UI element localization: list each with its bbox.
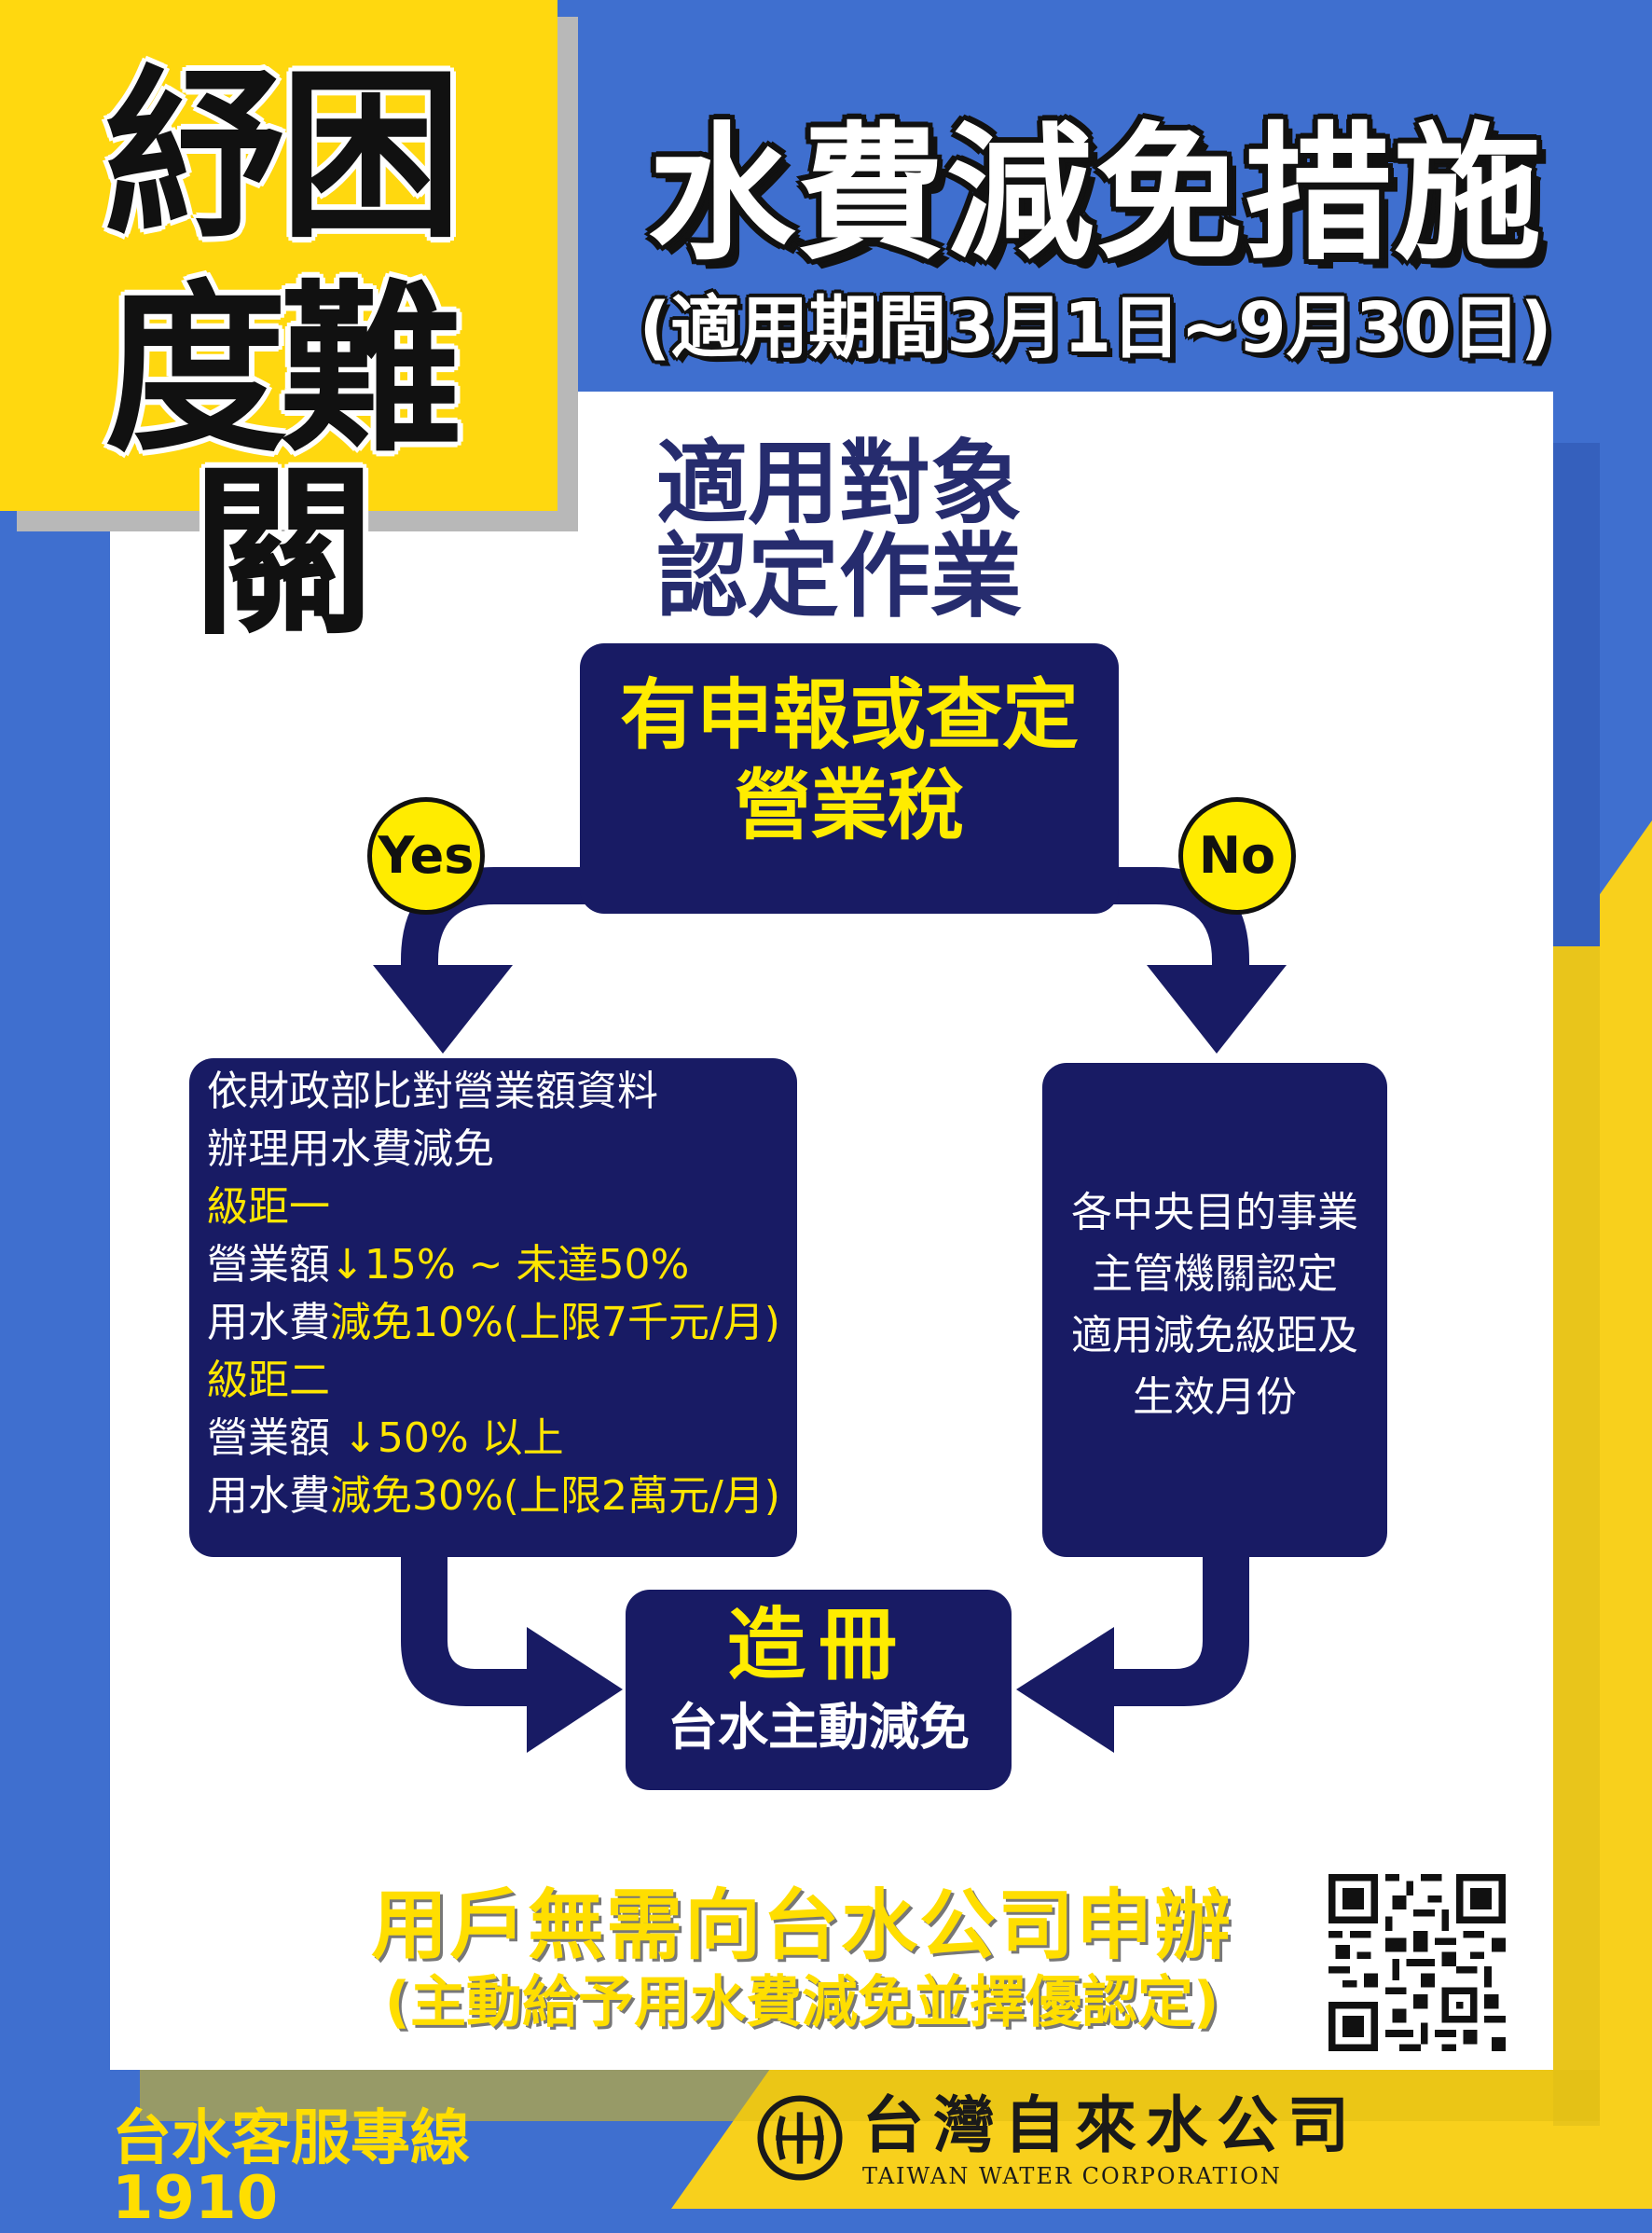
tier-2-fee: 用水費減免30%(上限2萬元/月) <box>207 1468 794 1525</box>
no-badge: No <box>1178 797 1296 915</box>
decision-line-1: 有申報或查定 <box>619 671 1079 760</box>
footer-notice-sub: (主動給予用水費減免並擇優認定) <box>384 1970 1219 2035</box>
company-name-english: TAIWAN WATER CORPORATION <box>862 2163 1282 2189</box>
left-down-connector <box>401 1548 541 1706</box>
section-title-line-1: 適用對象 <box>655 431 1022 537</box>
decision-line-2: 營業稅 <box>734 761 964 850</box>
yes-branch-text: 依財政部比對營業額資料 辦理用水費減免 級距一 營業額↓15% ~ 未達50% … <box>207 1063 794 1525</box>
badge-line-1: 紓困 <box>103 50 462 263</box>
tier-2-label: 級距二 <box>207 1357 330 1405</box>
section-title-line-2: 認定作業 <box>655 523 1022 630</box>
no-line-2: 主管機關認定 <box>1092 1250 1338 1298</box>
decision-box <box>580 643 1119 914</box>
yes-badge: Yes <box>367 797 485 915</box>
tier-2-revenue: 營業額 ↓50% 以上 <box>207 1410 794 1468</box>
tier-2-fee-value: 減免30%(上限2萬元/月) <box>330 1472 780 1521</box>
section-title: 適用對象 認定作業 <box>550 431 1128 630</box>
badge-line-2: 度難關 <box>103 265 462 660</box>
company-name: 台灣自來水公司 <box>862 2088 1358 2161</box>
no-line-1: 各中央目的事業 <box>1071 1189 1358 1236</box>
tier-2-revenue-prefix: 營業額 <box>207 1414 330 1463</box>
tier-1-fee-value: 減免10%(上限7千元/月) <box>330 1299 780 1347</box>
result-title: 造冊 <box>726 1599 910 1690</box>
yes-line-2: 辦理用水費減免 <box>207 1125 494 1174</box>
yes-line-1: 依財政部比對營業額資料 <box>207 1068 658 1115</box>
no-branch-text: 各中央目的事業 主管機關認定 適用減免級距及 生效月份 <box>1042 1182 1387 1428</box>
tier-1-fee: 用水費減免10%(上限7千元/月) <box>207 1294 794 1352</box>
tier-1-revenue-value: ↓15% ~ 未達50% <box>330 1241 690 1289</box>
tier-1-label: 級距一 <box>207 1183 330 1232</box>
decision-text: 有申報或查定 營業稅 <box>580 671 1119 852</box>
no-line-4: 生效月份 <box>1133 1373 1297 1421</box>
result-subtitle: 台水主動減免 <box>668 1698 970 1757</box>
yes-branch-box <box>189 1058 797 1557</box>
right-result-arrow-head <box>1016 1627 1114 1753</box>
period-subtitle: (適用期間3月1日~9月30日) <box>639 288 1552 368</box>
right-down-connector <box>1100 1548 1249 1706</box>
result-box <box>626 1590 1012 1790</box>
page-title: 水費減免措施 <box>648 109 1543 281</box>
no-line-3: 適用減免級距及 <box>1071 1312 1358 1359</box>
water-company-logo-icon <box>757 2095 843 2181</box>
no-branch-box <box>1042 1063 1387 1557</box>
tier-1-revenue: 營業額↓15% ~ 未達50% <box>207 1236 794 1294</box>
footer-notice: 用戶無需向台水公司申辦 <box>370 1882 1232 1970</box>
yes-arrow-head <box>373 965 513 1054</box>
qr-code[interactable] <box>1328 1874 1506 2051</box>
left-result-arrow-head <box>527 1627 623 1753</box>
tier-1-revenue-prefix: 營業額 <box>207 1241 330 1289</box>
relief-badge: 紓困 度難關 <box>0 0 558 645</box>
tier-1-fee-prefix: 用水費 <box>207 1299 330 1347</box>
no-arrow-head <box>1147 965 1287 1054</box>
service-hotline: 台水客服專線1910 <box>112 2104 470 2233</box>
tier-2-fee-prefix: 用水費 <box>207 1472 330 1521</box>
tier-2-revenue-value: ↓50% 以上 <box>343 1414 564 1463</box>
